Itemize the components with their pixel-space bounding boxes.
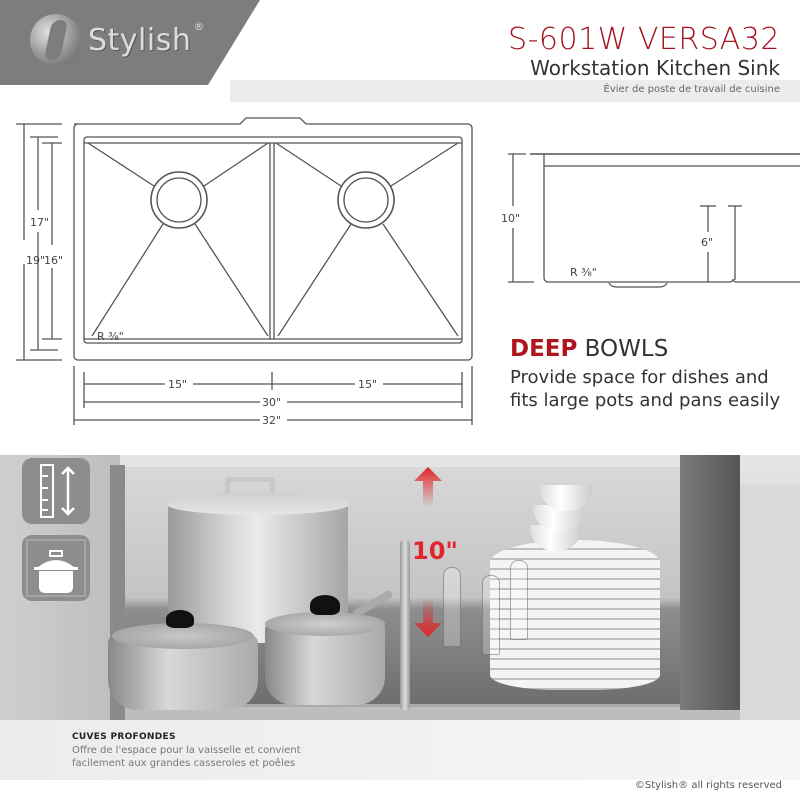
- saucepan: [265, 623, 385, 705]
- product-name-fr: Évier de poste de travail de cuisine: [603, 84, 780, 95]
- model-title: S-601W VERSA32: [508, 22, 780, 57]
- dim-30-label: 30": [262, 396, 281, 409]
- countertop-right: [740, 485, 800, 720]
- saucepan-lid: [265, 612, 385, 636]
- side-radius-label: R ³⁄₈": [570, 266, 597, 279]
- sink-photo: 10": [0, 455, 800, 720]
- caption-line-2: facilement aux grandes casseroles et poê…: [72, 758, 296, 769]
- wine-glass: [510, 560, 528, 640]
- feature-title-bold: DEEP: [510, 336, 578, 362]
- wine-glass: [443, 567, 461, 647]
- copyright-notice: ©Stylish® all rights reserved: [634, 780, 782, 791]
- ruler-height-icon: [22, 458, 90, 524]
- plate-stack: [490, 540, 660, 690]
- stylish-swirl-icon: [30, 14, 82, 66]
- feature-line-2: fits large pots and pans easily: [510, 390, 781, 411]
- arrow-up-icon: [414, 467, 442, 507]
- basin-wall-right: [680, 455, 740, 710]
- stockpot-lid: [166, 493, 350, 515]
- subtitle-strip: [230, 80, 800, 102]
- dim-10-label: 10": [501, 212, 520, 225]
- arrow-down-icon: [414, 597, 442, 637]
- depth-label: 10": [412, 537, 458, 565]
- feature-description: Provide space for dishes and fits large …: [510, 366, 780, 412]
- radius-label: R ³⁄₈": [97, 330, 124, 343]
- dutch-oven-knob: [166, 610, 194, 628]
- dim-15-left-label: 15": [168, 378, 187, 391]
- caption-band: [0, 720, 800, 780]
- dim-15-right-label: 15": [358, 378, 377, 391]
- brand-logo: Stylish ®: [30, 14, 204, 66]
- product-name: Workstation Kitchen Sink: [530, 56, 780, 80]
- cooking-pot-icon: [22, 535, 90, 601]
- sink-dimension-diagram: 19" 17" 16" R ³⁄₈" 15" 15" 30" 32" 10" 6…: [16, 117, 800, 427]
- registered-mark: ®: [193, 19, 205, 33]
- bowl-divider: [400, 540, 410, 710]
- caption-title: CUVES PROFONDES: [72, 732, 176, 742]
- feature-line-1: Provide space for dishes and: [510, 367, 769, 388]
- dim-19-label: 19": [26, 254, 45, 267]
- dim-16-label: 16": [44, 254, 63, 267]
- caption-body: Offre de l'espace pour la vaisselle et c…: [72, 744, 301, 770]
- stockpot-handle: [225, 477, 275, 499]
- caption-line-1: Offre de l'espace pour la vaisselle et c…: [72, 745, 301, 756]
- feature-title: DEEP BOWLS: [510, 336, 668, 362]
- saucepan-knob: [310, 595, 340, 615]
- dim-6-label: 6": [701, 236, 713, 249]
- logo-text: Stylish: [88, 22, 192, 58]
- wine-glass: [482, 575, 500, 655]
- dim-17-label: 17": [30, 216, 49, 229]
- feature-title-rest: BOWLS: [577, 336, 669, 362]
- dim-32-label: 32": [262, 414, 281, 427]
